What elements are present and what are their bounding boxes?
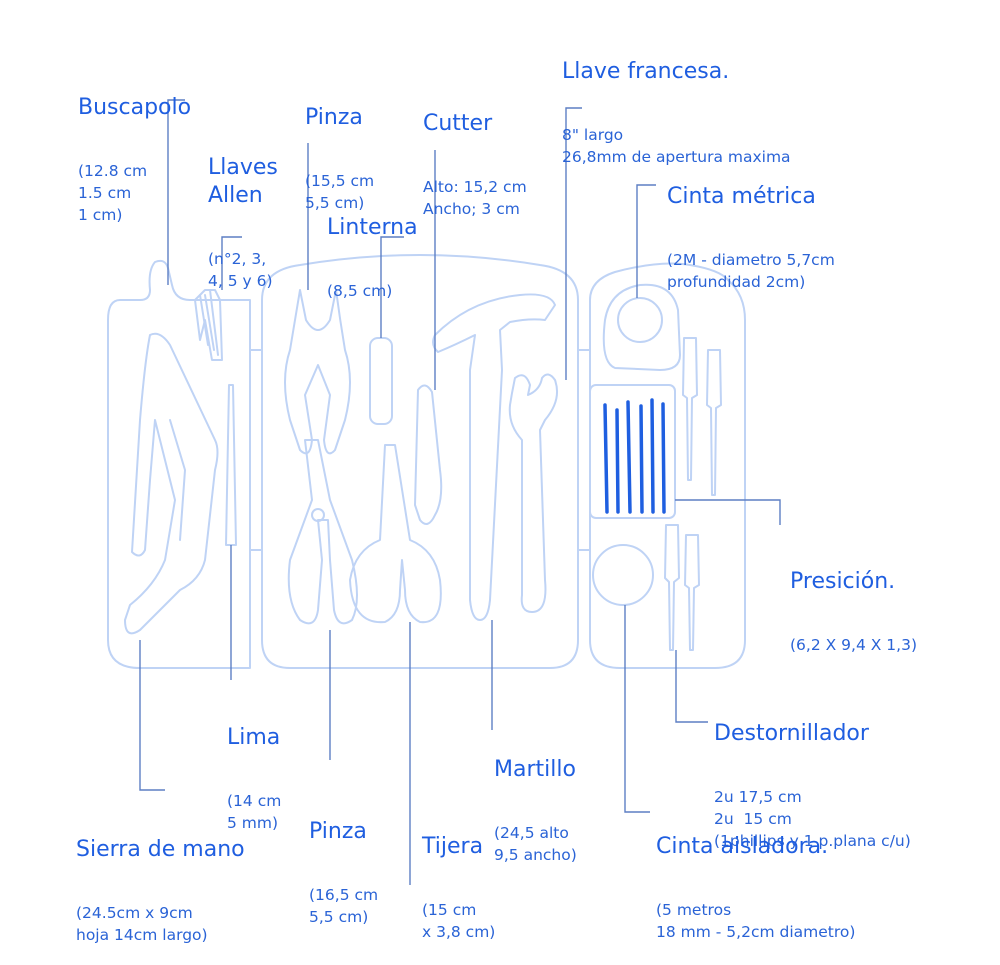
adjustable-wrench — [508, 373, 558, 613]
label-desc: (15 cm x 3,8 cm) — [422, 901, 496, 941]
label-destornillador: Destornillador 2u 17,5 cm 2u 15 cm (1phi… — [714, 682, 911, 871]
label-title: Martillo — [494, 757, 576, 782]
label-desc: (16,5 cm 5,5 cm) — [309, 886, 379, 926]
label-pinza-top: Pinza (15,5 cm 5,5 cm) — [305, 66, 374, 233]
electrical-tape — [592, 544, 654, 606]
flashlight — [369, 337, 393, 425]
screwdriver-2 — [706, 349, 722, 496]
leader-buscapolo — [167, 99, 185, 285]
label-desc: (24.5cm x 9cm hoja 14cm largo) — [76, 904, 208, 944]
label-buscapolo: Buscapolo (12.8 cm 1.5 cm 1 cm) — [78, 56, 191, 245]
label-desc: Alto: 15,2 cm Ancho; 3 cm — [423, 178, 527, 218]
allen-keys — [194, 289, 223, 361]
label-desc: (24,5 alto 9,5 ancho) — [494, 824, 577, 864]
label-pinza-bottom: Pinza (16,5 cm 5,5 cm) — [309, 780, 378, 947]
label-title: Destornillador — [714, 721, 869, 746]
leader-sierra — [139, 640, 165, 791]
hinge-right — [577, 349, 591, 551]
label-llave-francesa: Llave francesa. 8" largo 26,8mm de apert… — [562, 20, 791, 187]
hand-saw — [124, 332, 219, 635]
label-linterna: Linterna (8,5 cm) — [327, 176, 418, 321]
label-title: Tijera — [422, 834, 484, 859]
tool-kit-drawing — [107, 99, 781, 885]
leader-cinta-metrica — [636, 184, 656, 298]
label-sierra-de-mano: Sierra de mano (24.5cm x 9cm hoja 14cm l… — [76, 798, 245, 965]
screwdriver-1 — [682, 337, 698, 481]
label-cinta-aisladora: Cinta aisladora. (5 metros 18 mm - 5,2cm… — [656, 795, 855, 962]
leader-presicion — [675, 499, 781, 525]
hinge-left — [249, 349, 263, 551]
label-desc: 8" largo 26,8mm de apertura maxima — [562, 126, 791, 166]
precision-set-case — [589, 384, 676, 519]
label-title: Llaves Allen — [208, 155, 278, 208]
case-left-panel — [107, 259, 251, 669]
label-tijera: Tijera (15 cm x 3,8 cm) — [422, 795, 495, 962]
label-title: Llave francesa. — [562, 59, 730, 84]
label-lima: Lima (14 cm 5 mm) — [227, 686, 281, 853]
label-desc: (12.8 cm 1.5 cm 1 cm) — [78, 162, 148, 224]
leader-linterna — [380, 236, 404, 338]
label-presicion: Presición. (6,2 X 9,4 X 1,3) — [790, 530, 917, 675]
case-right-panel — [589, 262, 746, 669]
label-title: Lima — [227, 725, 281, 750]
label-martillo: Martillo (24,5 alto 9,5 ancho) — [494, 718, 577, 885]
label-desc: 2u 17,5 cm 2u 15 cm (1phillips y 1 p.pla… — [714, 788, 911, 850]
leader-destornillador — [675, 650, 708, 723]
label-desc: (2M - diametro 5,7cm profundidad 2cm) — [667, 251, 835, 291]
leader-allen — [221, 236, 242, 290]
label-llaves-allen: Llaves Allen (n°2, 3, 4, 5 y 6) — [208, 116, 278, 311]
label-title: Sierra de mano — [76, 837, 245, 862]
screwdriver-3 — [664, 524, 680, 651]
label-cinta-metrica: Cinta métrica (2M - diametro 5,7cm profu… — [667, 145, 835, 312]
leader-cinta-aisladora — [624, 605, 650, 813]
label-desc: (5 metros 18 mm - 5,2cm diametro) — [656, 901, 856, 941]
leader-llave — [565, 107, 582, 380]
label-desc: (n°2, 3, 4, 5 y 6) — [208, 250, 273, 290]
scissors — [349, 444, 442, 624]
label-title: Cinta aisladora. — [656, 834, 829, 859]
hammer — [432, 293, 556, 621]
label-title: Cutter — [423, 111, 493, 136]
label-title: Buscapolo — [78, 95, 192, 120]
label-desc: (6,2 X 9,4 X 1,3) — [790, 636, 917, 654]
cutter — [414, 384, 443, 525]
label-title: Cinta métrica — [667, 184, 816, 209]
label-desc: (8,5 cm) — [327, 282, 393, 300]
screwdriver-4 — [684, 534, 700, 651]
label-title: Presición. — [790, 569, 896, 594]
label-title: Pinza — [309, 819, 367, 844]
label-title: Pinza — [305, 105, 363, 130]
label-desc: (14 cm 5 mm) — [227, 792, 282, 832]
label-desc: (15,5 cm 5,5 cm) — [305, 172, 375, 212]
file-tool — [225, 384, 237, 546]
tape-measure — [602, 283, 681, 371]
pliers-bottom — [287, 439, 358, 625]
label-title: Linterna — [327, 215, 418, 240]
pliers-top — [284, 289, 351, 455]
label-cutter: Cutter Alto: 15,2 cm Ancho; 3 cm — [423, 72, 527, 239]
case-center-panel — [261, 254, 579, 669]
